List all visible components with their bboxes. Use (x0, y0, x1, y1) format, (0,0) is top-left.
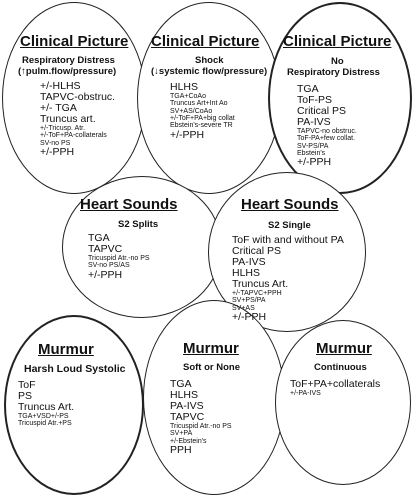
list-item: Truncus Art. (18, 401, 75, 414)
list-item: +/-ToF+PA-collaterals (40, 132, 107, 140)
continuous-label: Continuous (314, 362, 367, 373)
list-item: +/-PA-IVS (290, 390, 321, 398)
oval-clinical-shock (137, 2, 281, 194)
list-item: +/-PPH (297, 156, 332, 169)
list-item: Ebstein's-severe TR (170, 122, 233, 130)
list-item: TGA (297, 83, 319, 95)
list-item: ToF+PA+collaterals (290, 378, 381, 390)
clinical-picture-title-left: Clinical Picture (20, 33, 129, 50)
list-item: TGA (88, 232, 110, 244)
oval-murmur-soft (143, 300, 285, 495)
oval-clinical-respiratory-distress (2, 2, 146, 194)
list-item: PA-IVS (232, 256, 266, 269)
list-item: TAPVC-no obstruc. (297, 128, 357, 136)
list-item: PPH (170, 444, 192, 457)
list-item: Ebstein's (297, 150, 326, 158)
pulm-flow-label: (↑pulm.flow/pressure) (18, 66, 116, 77)
oval-murmur-continuous (275, 320, 411, 485)
list-item: PA-IVS (170, 400, 204, 413)
murmur-title-right: Murmur (316, 340, 372, 357)
list-item: SV+PA (170, 430, 193, 438)
list-item: +/-TAPVC+PPH (232, 290, 282, 298)
systemic-flow-label: (↓systemic flow/pressure) (151, 66, 267, 77)
s2-splits-label: S2 Splits (118, 219, 159, 230)
list-item: ToF-PS (297, 94, 333, 107)
shock-label: Shock (195, 55, 224, 66)
list-item: TAPVC (88, 243, 123, 256)
clinical-picture-title-right: Clinical Picture (283, 33, 392, 50)
list-item: Truncus Art+Int Ao (170, 100, 228, 108)
list-item: +/-ToF+PA+big collat (170, 115, 235, 123)
list-item: Truncus art. (40, 113, 96, 126)
list-item: TGA+VSD+/-PS (18, 413, 69, 421)
list-item: HLHS (170, 81, 199, 93)
list-item: Truncus Art. (232, 278, 289, 291)
no-respiratory-distress-label: Respiratory Distress (287, 67, 380, 78)
list-item: PA-IVS (297, 116, 331, 129)
list-item: TGA (170, 378, 192, 390)
paren-open-2: ( (151, 66, 155, 77)
harsh-loud-systolic-label: Harsh Loud Systolic (24, 363, 126, 375)
list-item: Tricuspid Atr.+PS (18, 420, 72, 428)
list-item: SV-no PS/AS (88, 262, 130, 270)
list-item: SV-no PS (40, 139, 71, 147)
list-item: ToF-PA+few collat. (297, 135, 356, 143)
list-item: +/- TGA (40, 102, 77, 115)
list-item: +/-PPH (170, 128, 205, 141)
paren-open: ( (18, 66, 22, 77)
list-item: +/-PPH (40, 146, 75, 159)
heart-sounds-title-left: Heart Sounds (80, 196, 178, 213)
murmur-title-middle: Murmur (183, 340, 239, 357)
list-item: TAPVC (170, 411, 205, 424)
list-item: TAPVC-obstruc. (40, 91, 116, 104)
arrow-down-icon: ↓ (154, 66, 159, 77)
pulm-flow-text: pulm.flow/pressure) (25, 66, 117, 77)
list-item: +/-Tricusp. Atr. (40, 125, 86, 133)
list-item: SV+PS/PA (232, 297, 266, 305)
clinical-picture-title-middle: Clinical Picture (151, 33, 260, 50)
list-item: TGA+CoAo (170, 93, 206, 101)
no-label: No (331, 56, 344, 67)
systemic-flow-text: systemic flow/pressure) (158, 66, 268, 77)
list-item: Critical PS (297, 105, 347, 118)
oval-heart-sounds-splits (62, 176, 222, 318)
list-item: Critical PS (232, 245, 282, 258)
list-item: SV+AS (232, 304, 255, 312)
list-item: PS (18, 390, 33, 403)
list-item: HLHS (232, 267, 261, 280)
list-item: +/-PPH (88, 268, 123, 281)
list-item: HLHS (170, 389, 199, 402)
list-item: Tricuspid Atr.-no PS (170, 423, 232, 431)
list-item: ToF (18, 379, 36, 391)
murmur-title-left: Murmur (38, 341, 94, 358)
list-item: +/-Ebstein's (170, 437, 207, 445)
s2-single-label: S2 Single (268, 220, 311, 231)
respiratory-distress-label: Respiratory Distress (22, 55, 115, 66)
list-item: ToF with and without PA (232, 234, 344, 246)
soft-or-none-label: Soft or None (183, 362, 240, 373)
heart-sounds-title-right: Heart Sounds (241, 196, 339, 213)
arrow-up-icon: ↑ (21, 66, 26, 77)
list-item: Tricuspid Atr.-no PS (88, 255, 150, 263)
list-item: SV-PS/PA (297, 142, 329, 150)
list-continuous: ToF+PA+collaterals+/-PA-IVS (290, 378, 381, 398)
list-item: +/-PPH (232, 311, 267, 324)
list-item: +/-HLHS (40, 80, 81, 92)
oval-murmur-harsh (4, 315, 144, 495)
list-item: SV+AS/CoAo (170, 107, 213, 115)
